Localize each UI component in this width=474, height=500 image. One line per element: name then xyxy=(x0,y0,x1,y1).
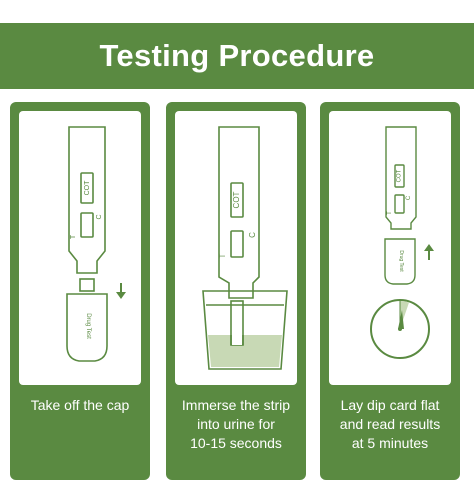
test-strip-body xyxy=(68,126,106,274)
step-caption: Immerse the strip into urine for 10-15 s… xyxy=(181,397,291,451)
step-caption: Lay dip card flat and read results at 5 … xyxy=(339,397,441,451)
strip-in-urine-cup-illustration: COT T C xyxy=(202,126,288,370)
down-arrow-icon xyxy=(116,283,126,299)
test-strip-cap-off-illustration: COT T C Drug Test xyxy=(66,126,126,362)
step-panel-immerse-strip: COT T C Immerse the strip into urine for… xyxy=(166,102,306,480)
strip-label: COT xyxy=(232,191,241,208)
step-illustration: COT T C Drug Test xyxy=(19,111,141,385)
strip-label: COT xyxy=(397,169,403,182)
timer-clock-icon xyxy=(370,299,430,359)
window-c-label: C xyxy=(96,214,103,219)
result-window xyxy=(230,230,244,258)
step-illustration: COT T C xyxy=(175,111,297,385)
test-cap xyxy=(66,293,108,362)
window-t-label: T xyxy=(218,253,227,258)
step-panel-read-results: COT T C Drug Test Lay dip card flat and … xyxy=(320,102,460,480)
up-arrow-icon xyxy=(424,244,434,260)
strip-and-timer-illustration: COT T C Drug Test xyxy=(370,126,434,359)
window-c-label: C xyxy=(248,232,257,238)
strip-label: COT xyxy=(84,180,91,196)
cap-label: Drug Test xyxy=(398,250,404,272)
page-title: Testing Procedure xyxy=(99,38,375,73)
result-window xyxy=(394,194,405,214)
window-t-label: T xyxy=(70,234,77,239)
cot-window xyxy=(80,172,94,204)
test-strip-body xyxy=(385,126,417,230)
test-cap xyxy=(384,238,416,285)
urine-liquid xyxy=(208,335,282,367)
cot-window xyxy=(230,182,244,218)
title-banner: Testing Procedure xyxy=(0,23,474,89)
urine-cup xyxy=(202,290,288,370)
step-panel-take-off-cap: COT T C Drug Test Take off the cap xyxy=(10,102,150,480)
step-caption: Take off the cap xyxy=(30,397,130,413)
window-c-label: C xyxy=(406,195,412,200)
test-strip-body xyxy=(218,126,260,299)
strip-tip xyxy=(79,278,95,292)
window-t-label: T xyxy=(387,211,393,215)
cap-label: Drug Test xyxy=(85,313,91,339)
result-window xyxy=(80,212,94,238)
step-illustration: COT T C Drug Test xyxy=(329,111,451,385)
cot-window xyxy=(394,164,405,188)
